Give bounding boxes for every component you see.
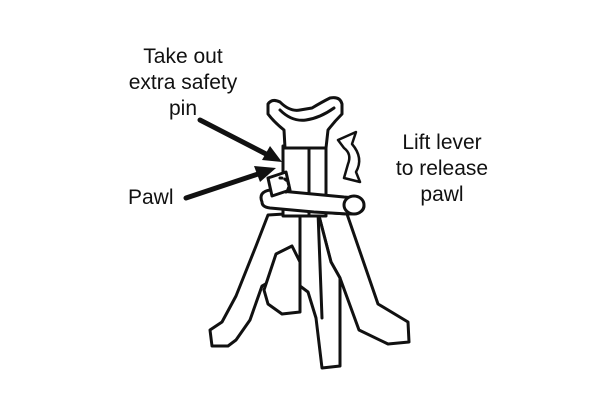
pin-label-line-3: pin [168,97,198,120]
pawl-pointer-arrow-shaft [183,171,261,201]
lever-label-line-2: to release [395,157,489,180]
pin-instruction-label: Take out extra safety pin [108,44,258,122]
pin-pointer-arrowhead [262,146,282,162]
pawl-hatch [278,176,291,194]
pin-label-line-1: Take out [143,45,223,68]
jack-stand-base-seam [298,210,324,320]
pin-label-line-2: extra safety [128,71,238,94]
jack-stand-saddle [266,96,344,150]
jack-stand-saddle-inner [278,106,336,122]
release-lever-end [342,194,366,216]
pawl-label: Pawl [128,186,174,209]
lever-label-line-1: Lift lever [402,131,482,154]
pawl-part [266,170,292,198]
lift-lever-double-arrow [336,130,362,184]
lever-label-line-3: pawl [420,183,464,206]
pawl-pointer-arrowhead [254,166,276,182]
jack-stand-arch-opening [262,244,302,316]
pin-pointer-arrow-shaft [197,117,269,157]
lever-instruction-label: Lift lever to release pawl [372,130,512,208]
